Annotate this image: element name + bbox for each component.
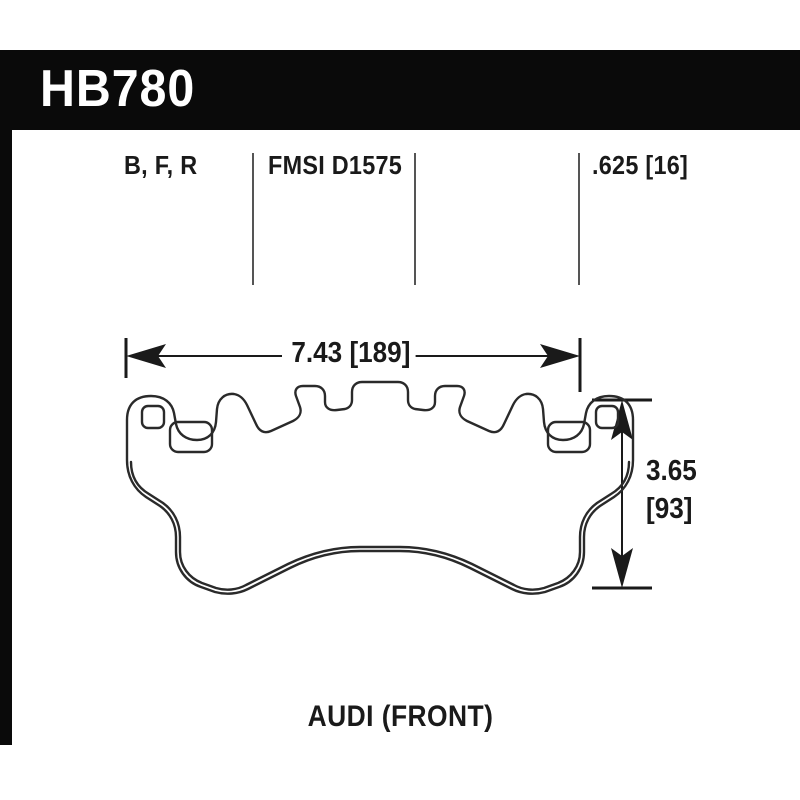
brake-pad-outline — [125, 380, 635, 595]
header-bar — [0, 50, 800, 130]
height-dimension-inches: 3.65 — [646, 455, 697, 487]
compound-codes: B, F, R — [124, 150, 198, 180]
fmsi-label: FMSI D1575 — [268, 150, 403, 180]
spec-row: B, F, R FMSI D1575 .625 [16] — [0, 150, 800, 290]
left-ear-hole — [140, 404, 166, 430]
dim-height-arrowhead-top — [611, 400, 633, 440]
dim-width-arrowhead-left — [126, 344, 166, 368]
pad-plate-path — [125, 380, 635, 595]
dim-height-arrowhead-bottom — [611, 548, 633, 588]
dim-width-arrowhead-right — [540, 344, 580, 368]
height-dimension-mm: [93] — [646, 493, 693, 525]
spec-divider-3 — [578, 153, 580, 285]
left-border-rail — [0, 50, 12, 745]
height-dimension-label: 3.65 [93] — [646, 452, 697, 528]
page-title: HB780 — [40, 60, 196, 118]
friction-material-edge — [129, 460, 631, 591]
left-ear-slot — [168, 420, 214, 454]
thickness-value: .625 [16] — [592, 150, 689, 180]
width-dimension-label: 7.43 [189] — [286, 336, 416, 370]
application-caption-text: AUDI (FRONT) — [307, 700, 493, 733]
right-ear-hole — [594, 404, 620, 430]
spec-divider-1 — [252, 153, 254, 285]
right-ear-slot — [546, 420, 592, 454]
application-caption: AUDI (FRONT) — [0, 700, 800, 734]
spec-divider-2 — [414, 153, 416, 285]
